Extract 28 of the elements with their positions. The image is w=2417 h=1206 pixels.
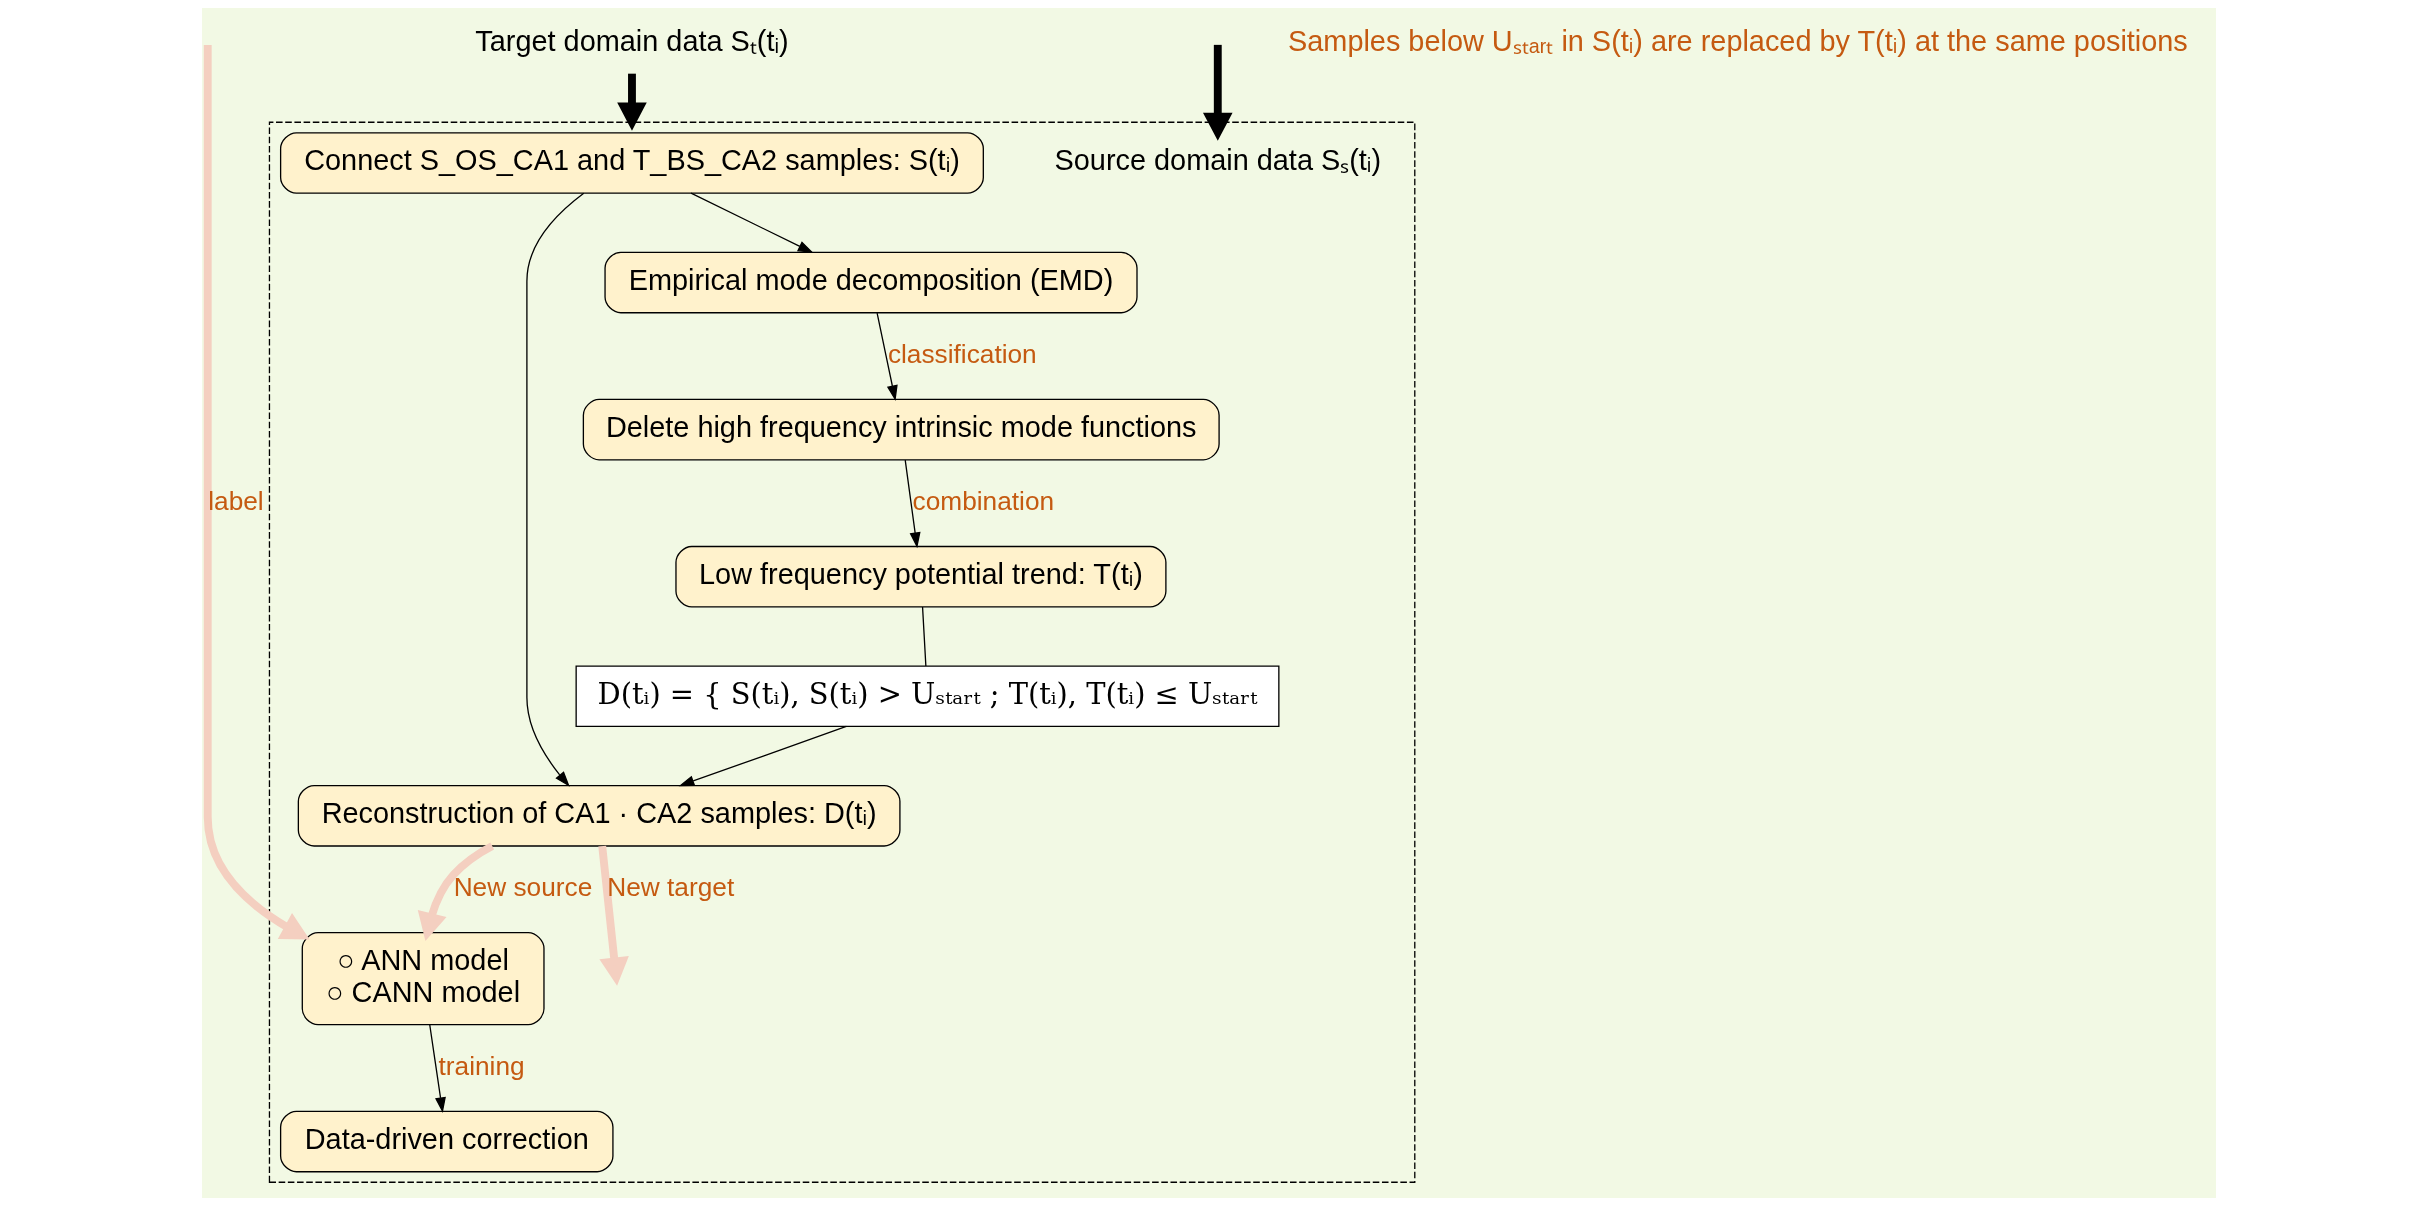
- node-box: Connect S_OS_CA1 and T_BS_CA2 samples: S(tᵢ): [279, 132, 984, 194]
- arrow: [689, 192, 814, 254]
- node-text: Source domain data Sₛ(tᵢ): [1054, 144, 1381, 177]
- arrow: [525, 192, 584, 787]
- arrow: [417, 842, 494, 941]
- edge-label: combination: [912, 485, 1054, 516]
- edge-label: classification: [887, 338, 1037, 369]
- node-box: Reconstruction of CA1 · CA2 samples: D(tᵢ): [297, 784, 901, 847]
- arrow: [428, 1024, 446, 1114]
- cluster: [268, 121, 1415, 1183]
- node-box: D(tᵢ) = { S(tᵢ), S(tᵢ) > Uₛₜₐᵣₜ ; T(tᵢ), T(tᵢ) ≤ Uₛₜₐᵣₜ: [575, 665, 1279, 728]
- arrow: [203, 44, 310, 940]
- edge-label: training: [438, 1050, 525, 1081]
- node-box: Delete high frequency intrinsic mode functions: [582, 398, 1220, 461]
- node-box: Low frequency potential trend: T(tᵢ): [674, 545, 1167, 608]
- node-box: ○ ANN model ○ CANN model: [301, 932, 545, 1026]
- arrow: [904, 459, 921, 549]
- arrow: [875, 312, 898, 402]
- node-box: Empirical mode decomposition (EMD): [603, 251, 1138, 314]
- arrow: [597, 845, 629, 986]
- edge-label: label: [207, 485, 264, 516]
- arrow: [678, 725, 847, 787]
- edge-label: New source: [453, 871, 592, 902]
- node-box: Data-driven correction: [279, 1110, 614, 1173]
- connector: [921, 606, 927, 667]
- edge-label: New target: [606, 871, 734, 902]
- node-text: Target domain data Sₜ(tᵢ): [474, 24, 789, 57]
- label: Samples below Uₛₜₐᵣₜ in S(tᵢ) are replaced by T(tᵢ) at the same positions: [1287, 24, 2188, 57]
